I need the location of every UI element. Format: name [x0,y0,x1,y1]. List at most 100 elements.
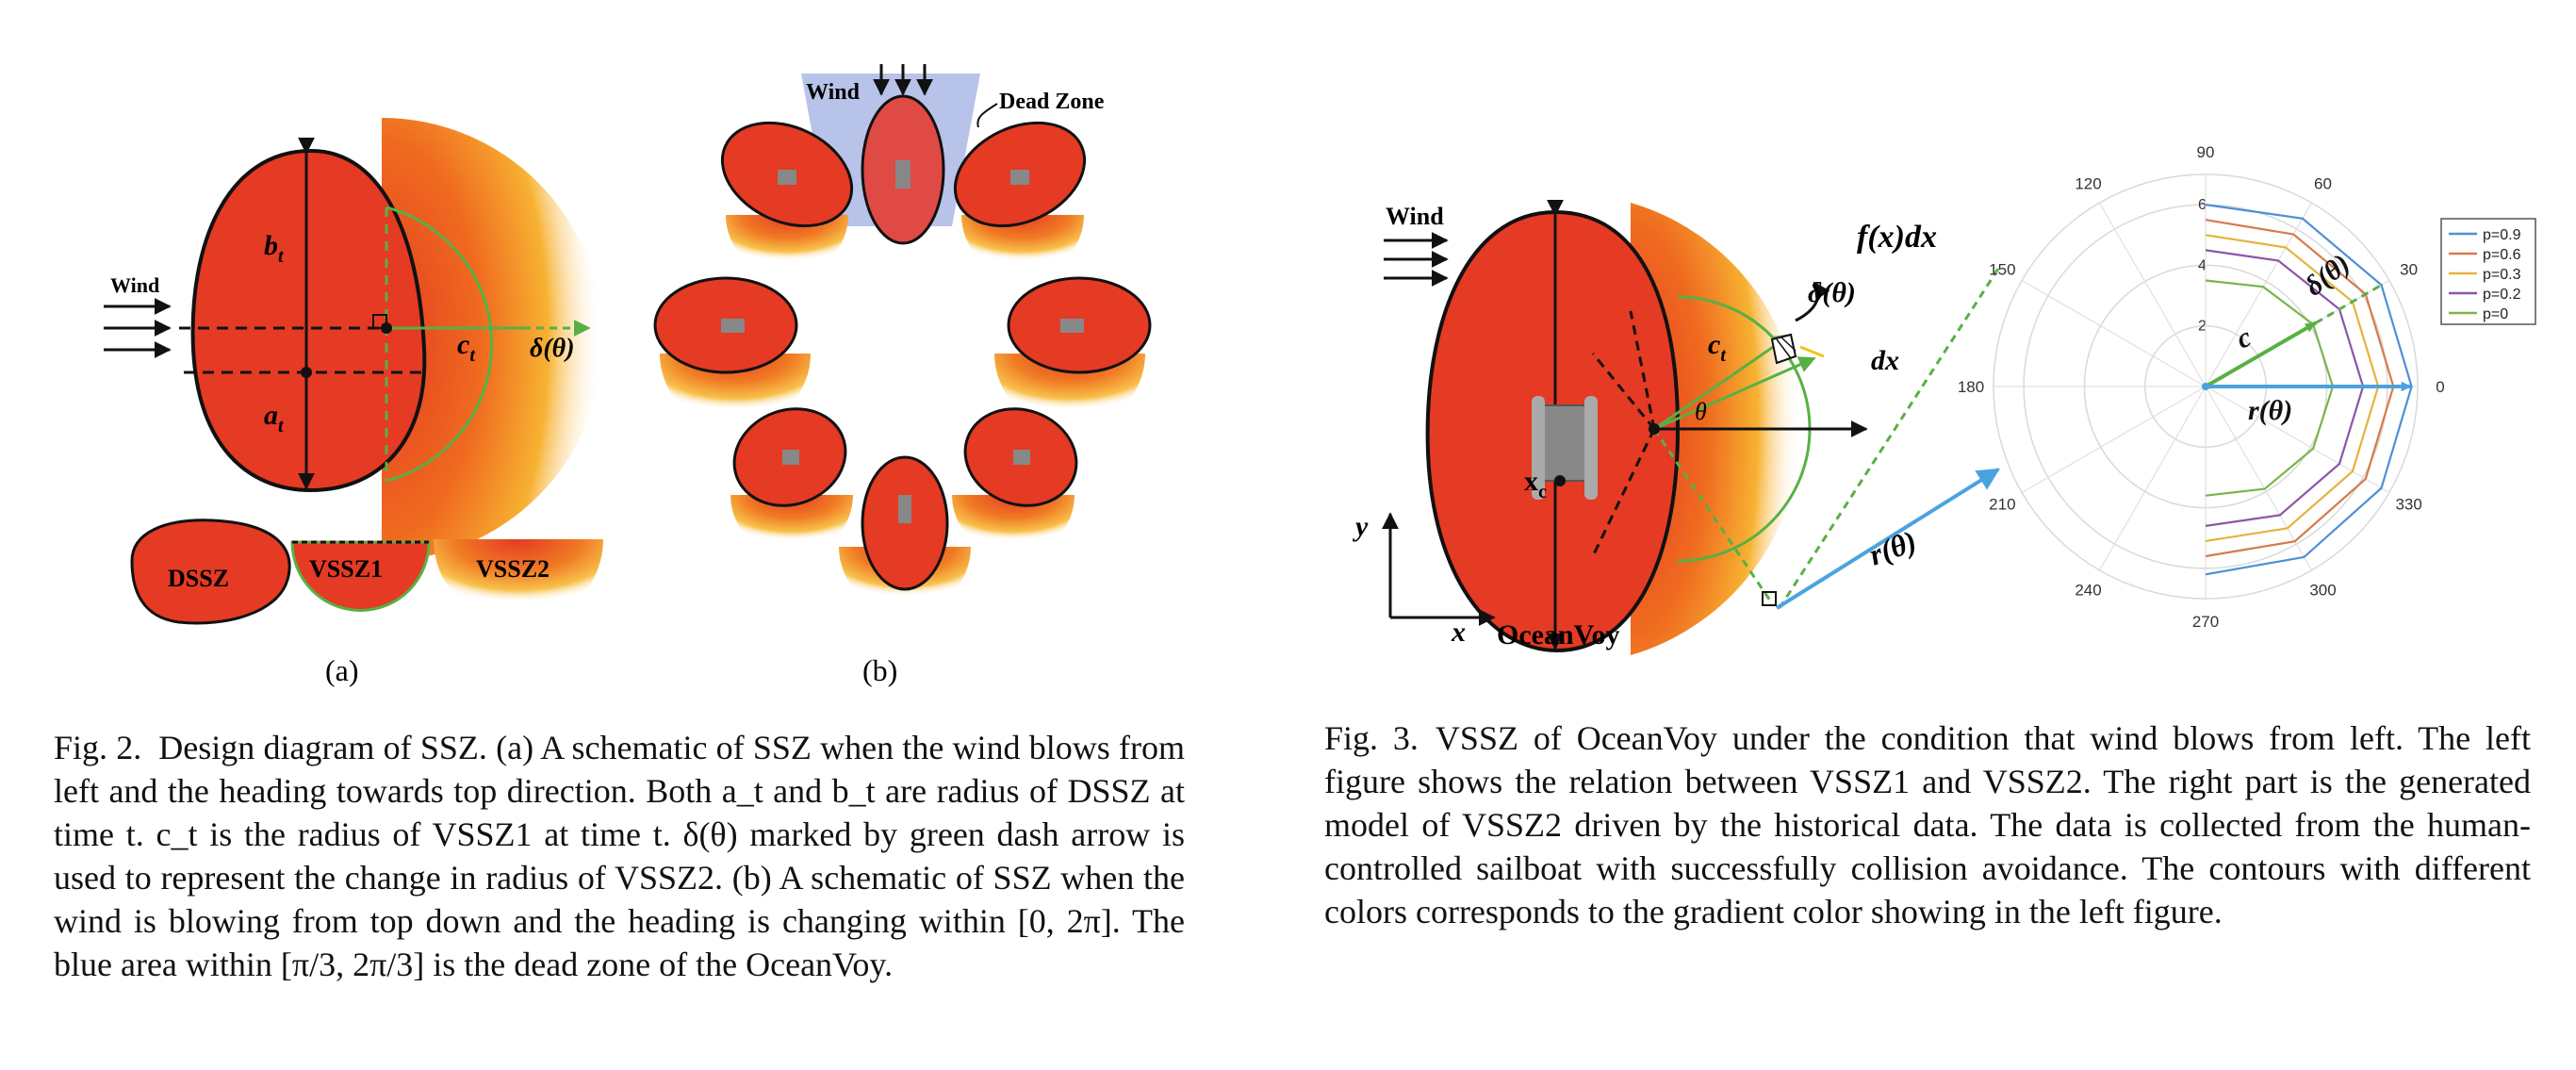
r-label-fig3: r(θ) [1864,524,1921,572]
polar-spoke [2205,202,2313,387]
delta-label-fig3: δ(θ) [1808,277,1856,308]
polar-spoke [2021,279,2207,387]
x-axis-label: x [1451,617,1466,648]
panel-b-sublabel: (b) [862,653,897,687]
angle-tick-label: 210 [1989,496,2015,514]
vssz1-legend-shape [290,540,431,612]
angle-tick-label: 120 [2075,174,2101,192]
figure-3-diagram: Wind f(x)dx δ(θ) ct dx θ xc y x r(θ) Oce… [1353,143,2536,655]
legend-box [2440,218,2536,325]
dssz-shape [190,148,427,493]
legend-entry: p=0.6 [2483,247,2521,263]
angle-tick-label: 0 [2436,378,2444,396]
boat-hull-icon [1532,396,1598,500]
fig3-left-diagram: Wind f(x)dx δ(θ) ct dx θ xc y x r(θ) Oce… [1353,199,2001,655]
c-subscript-fig3: t [1720,345,1727,366]
polar-legend: p=0.9 p=0.6 p=0.3 p=0.2 p=0 [2440,218,2536,325]
wind-label-a: Wind [110,273,159,297]
y-axis-label: y [1353,511,1369,542]
wind-label-fig3: Wind [1386,203,1444,230]
angle-tick-label: 30 [2400,261,2418,279]
figure-2-diagram: Wind bt at ct δ(θ) DSSZ VSSZ1 VSSZ2 (a) … [104,64,1152,687]
xc-subscript: c [1538,482,1547,502]
figure-2-caption-label: Fig. 2. [54,729,142,766]
dx-label: dx [1871,345,1899,376]
svg-text:ct: ct [1708,329,1727,366]
series-line-p=0.9 [2205,204,2413,576]
polar-spoke [2205,386,2390,494]
svg-text:bt: bt [264,230,285,267]
figure-3-caption-text: VSSZ of OceanVoy under the condition tha… [1324,719,2531,930]
angle-tick-label: 180 [1958,378,1984,396]
angle-tick-label: 240 [2075,582,2101,600]
polar-spoke [2098,202,2207,387]
legend-shapes: DSSZ VSSZ1 VSSZ2 [130,519,603,625]
polar-annotation: r(θ) [2248,395,2292,426]
svg-text:at: at [264,400,285,436]
ct-arrow [2205,321,2317,388]
angle-tick-label: 330 [2395,496,2421,514]
polar-chart: 2460306090120150180210240270300330δ(θ)cr… [1958,143,2445,631]
polar-spoke [2098,386,2207,571]
figure-2-caption-text: Design diagram of SSZ. (a) A schematic o… [54,729,1185,983]
vssz1-legend-label: VSSZ1 [309,555,383,583]
ct-arrow-head [2304,322,2316,333]
a-label: a [264,400,278,431]
radial-tick-label: 4 [2198,257,2207,273]
boat-icon-top [895,160,911,189]
polar-spoke [2205,386,2313,571]
angle-tick-label: 300 [2309,582,2336,600]
angle-tick-label: 270 [2192,613,2219,631]
panel-b: Wind Dead Zone (b) [653,64,1152,687]
fx-label: f(x)dx [1857,220,1937,255]
wind-arrows-fig3 [1384,232,1449,287]
boat-zone-bottom [839,455,971,613]
radial-tick-label: 2 [2198,319,2207,335]
wind-arrows-b [873,64,933,96]
polar-spoke [2021,386,2207,494]
c-label: c [457,329,469,360]
b-subscript: t [278,246,285,267]
delta-label-a: δ(θ) [530,334,575,363]
xc-label: x [1524,466,1538,497]
boat-zone-upper-right [953,121,1087,276]
dssz-legend-shape [130,519,291,625]
c-label-fig3: c [1708,329,1720,360]
boat-zone-left [653,276,811,429]
r-arrow-head [2401,381,2412,392]
vssz2-legend-label: VSSZ2 [476,555,550,583]
polar-origin [2202,383,2209,390]
angle-tick-label: 60 [2314,174,2332,192]
legend-entry: p=0.2 [2483,287,2521,303]
legend-entry: p=0 [2483,306,2508,322]
boat-zone-lower-left [730,407,853,556]
panel-a-sublabel: (a) [325,653,359,687]
boat-zone-lower-right [952,407,1078,556]
dead-zone-label: Dead Zone [999,90,1105,114]
theta-label: θ [1695,398,1707,425]
dssz-legend-label: DSSZ [168,565,229,592]
wind-arrows-a [104,298,172,358]
svg-text:xc: xc [1524,466,1547,502]
vssz1-arc [386,206,494,483]
figure-3-caption: Fig. 3.VSSZ of OceanVoy under the condit… [1324,716,2531,933]
b-label: b [264,230,278,261]
legend-entry: p=0.9 [2483,227,2521,243]
radial-tick-label: 6 [2198,197,2207,213]
legend-entry: p=0.3 [2483,267,2521,283]
boat-zone-right [994,276,1152,429]
a-subscript: t [278,416,285,436]
panel-a: Wind bt at ct δ(θ) DSSZ VSSZ1 VSSZ2 (a) [104,118,603,687]
vessel-label: OceanVoy [1497,619,1620,650]
angle-tick-label: 90 [2197,143,2215,161]
figure-2-caption: Fig. 2.Design diagram of SSZ. (a) A sche… [54,726,1185,986]
angle-tick-label: 150 [1989,261,2015,279]
figure-3-caption-label: Fig. 3. [1324,719,1419,757]
c-subscript: t [469,345,476,366]
boat-zone-upper-left [720,121,854,276]
xy-axes-icon [1382,512,1496,626]
polar-annotation: c [2232,321,2256,355]
vssz2-legend-shape [434,539,603,624]
svg-text:ct: ct [457,329,476,366]
wind-label-b: Wind [806,80,861,105]
